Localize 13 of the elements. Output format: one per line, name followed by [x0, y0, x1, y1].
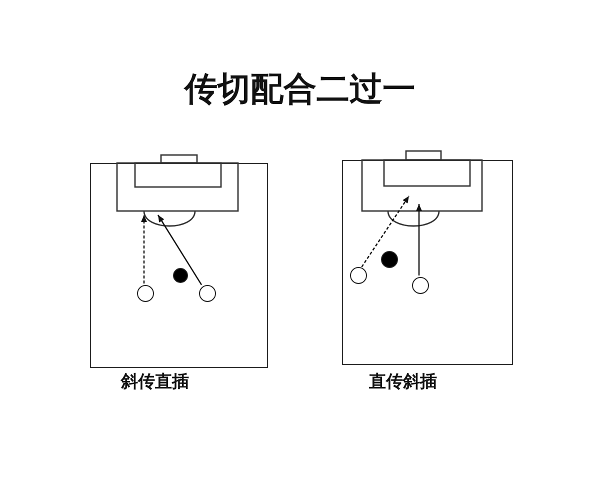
diagram-title: 传切配合二过一 — [184, 70, 416, 108]
field-caption: 斜传直插 — [121, 372, 189, 392]
player-marker — [198, 284, 216, 302]
player-marker — [136, 284, 154, 302]
dashed-arrow — [141, 215, 147, 284]
ball-marker — [380, 250, 398, 268]
player-marker — [350, 266, 366, 284]
arrow — [157, 214, 202, 286]
field-caption: 直传斜插 — [369, 372, 437, 392]
arrow — [416, 204, 422, 276]
dashed-arrow — [361, 196, 410, 268]
ball-marker — [172, 268, 188, 282]
player-marker — [412, 276, 428, 294]
